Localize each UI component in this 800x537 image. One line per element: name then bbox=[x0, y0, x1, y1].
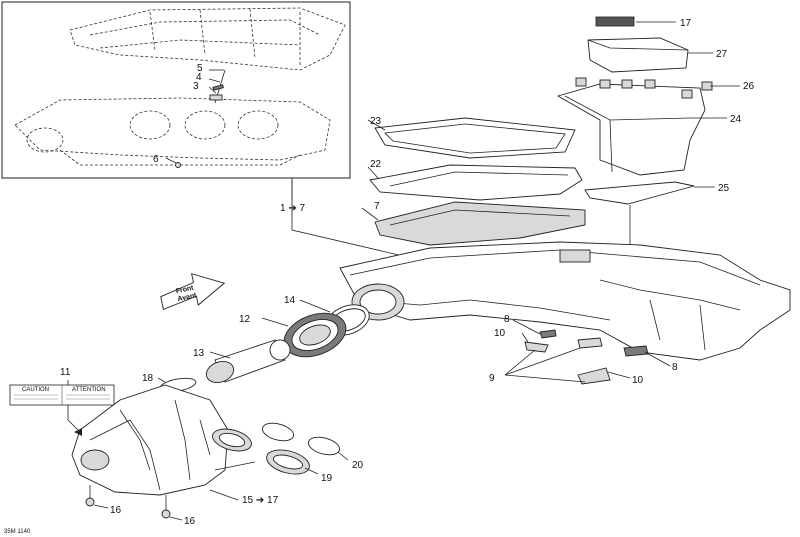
callout-27: 27 bbox=[716, 49, 728, 60]
warning-label-right: ATTENTION bbox=[72, 387, 106, 393]
callout-23: 23 bbox=[370, 116, 382, 127]
callout-12: 12 bbox=[239, 314, 251, 325]
callout-numbers: 1 ➔ 7 3 4 5 6 7 8 8 9 10 10 11 12 13 14 … bbox=[60, 18, 755, 527]
front-label: Front bbox=[175, 285, 195, 296]
callout-8a: 8 bbox=[504, 314, 510, 325]
callout-1-7: 1 ➔ 7 bbox=[280, 203, 305, 214]
callout-20: 20 bbox=[352, 460, 364, 471]
part-11-silencer-housing bbox=[67, 380, 229, 496]
callout-3: 3 bbox=[193, 81, 199, 92]
drawing-code: 35M 1140 bbox=[4, 529, 31, 535]
airbox-body bbox=[339, 241, 791, 361]
part-23-frame bbox=[367, 117, 576, 159]
callout-9: 9 bbox=[489, 373, 495, 384]
callout-26: 26 bbox=[743, 81, 755, 92]
callout-14: 14 bbox=[284, 295, 296, 306]
part-13-tube bbox=[205, 339, 291, 383]
callout-18: 18 bbox=[142, 373, 154, 384]
part-17-grille bbox=[595, 16, 676, 27]
callout-4: 4 bbox=[196, 72, 202, 83]
part-12-coupler bbox=[261, 312, 347, 358]
callout-10a: 10 bbox=[494, 328, 506, 339]
part-24-silencer-top bbox=[556, 77, 740, 176]
warning-label-left: CAUTION bbox=[22, 387, 49, 393]
callout-17: 17 bbox=[680, 18, 692, 29]
part-7-inner-frame bbox=[361, 201, 586, 246]
callout-10b: 10 bbox=[632, 375, 644, 386]
callout-16b: 16 bbox=[184, 516, 196, 527]
part-27-foam bbox=[587, 37, 713, 73]
callout-7: 7 bbox=[374, 201, 380, 212]
part-22-filter bbox=[367, 164, 583, 201]
callout-25: 25 bbox=[718, 183, 730, 194]
callout-19: 19 bbox=[321, 473, 333, 484]
callout-8b: 8 bbox=[672, 362, 678, 373]
warning-label: CAUTION ATTENTION bbox=[9, 384, 115, 406]
callout-6: 6 bbox=[153, 154, 159, 165]
engine-inset bbox=[1, 1, 351, 179]
callout-24: 24 bbox=[730, 114, 742, 125]
callout-16a: 16 bbox=[110, 505, 122, 516]
hardware-8-9-10 bbox=[504, 319, 671, 385]
callout-13: 13 bbox=[193, 348, 205, 359]
callout-15-17: 15 ➔ 17 bbox=[242, 495, 279, 506]
callout-11: 11 bbox=[60, 367, 71, 378]
front-direction-arrow: Front Avant bbox=[160, 273, 226, 310]
callout-22: 22 bbox=[370, 159, 382, 170]
avant-label: Avant bbox=[177, 292, 198, 303]
part-16-screws bbox=[85, 485, 183, 521]
callout-5: 5 bbox=[197, 63, 203, 74]
parts-19-20-rings bbox=[212, 422, 349, 475]
